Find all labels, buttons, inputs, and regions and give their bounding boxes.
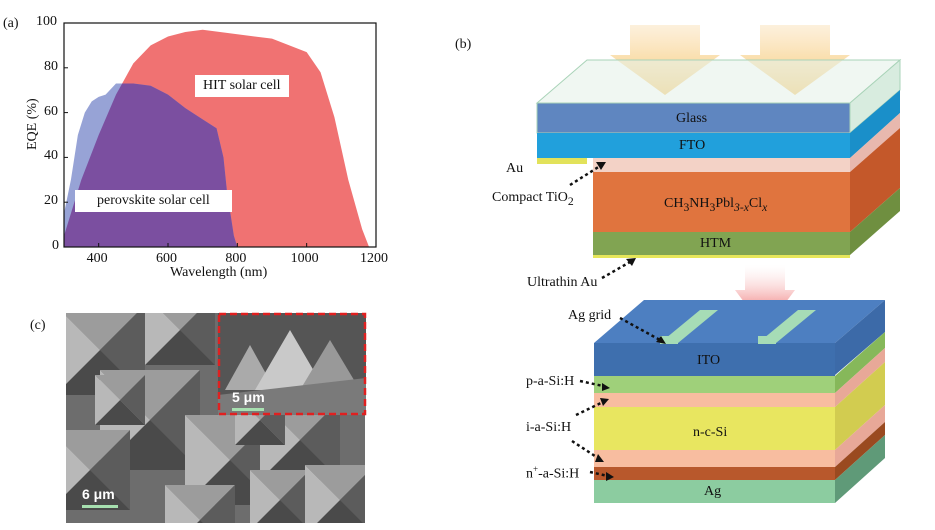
pyramid-facet (95, 400, 145, 425)
pyramid-facet (165, 485, 235, 520)
x-axis-label: Wavelength (nm) (170, 265, 268, 280)
x-tick-label: 1200 (360, 251, 388, 266)
i-a-si-label: i-a-Si:H (526, 420, 572, 435)
main-scale-bar (82, 505, 118, 508)
pyramid-facet (317, 500, 363, 523)
absorber-label: CH3NH3Pbl3-xClx (664, 196, 768, 214)
pyramid-facet (66, 446, 90, 494)
pyramid-facet (250, 470, 310, 500)
nplus-a-si-label: n+-a-Si:H (526, 464, 580, 482)
pyramid-facet (95, 375, 120, 425)
ag-grid-label: Ag grid (568, 308, 612, 323)
pyramid-facet (95, 375, 145, 400)
y-tick-label: 0 (52, 238, 59, 253)
p-a-si-label: p-a-Si:H (526, 374, 575, 389)
pyramid-facet (340, 475, 365, 523)
y-tick-label: 40 (44, 148, 58, 164)
inset-scale-label: 5 μm (232, 389, 265, 405)
inset-border (217, 312, 367, 416)
pyramid-facet (235, 420, 285, 445)
main-scale-label: 6 μm (82, 486, 115, 502)
pyramid-facet (66, 430, 130, 470)
hit-label: HIT solar cell (195, 75, 289, 97)
compact-tio2-label: Compact TiO2 (492, 190, 574, 208)
arrow-heads (595, 162, 666, 481)
pyramid-facet (180, 313, 215, 365)
red-arrow (735, 265, 795, 330)
pyramid-facet (257, 500, 303, 523)
pyramid-facet (90, 430, 130, 510)
panel-label-c: (c) (30, 318, 46, 333)
pyramid-facet (197, 520, 203, 523)
au-label: Au (506, 161, 524, 176)
inset-scale-bar (232, 408, 264, 411)
pyramid-facet (250, 470, 280, 523)
y-tick-label: 80 (44, 58, 58, 74)
panel-label-b: (b) (455, 37, 472, 52)
perovskite-label: perovskite solar cell (75, 190, 232, 212)
ag-label: Ag (704, 484, 722, 499)
ultrathin-au-label: Ultrathin Au (527, 275, 598, 290)
pyramid-facet (300, 400, 340, 480)
perovskite-cell-stack (535, 58, 902, 258)
x-tick-label: 1000 (290, 251, 319, 266)
pyramid-facet (200, 485, 235, 523)
ito-label: ITO (697, 353, 721, 368)
fto-label: FTO (679, 138, 706, 153)
sem-image (66, 313, 365, 523)
pyramid-facet (280, 470, 310, 523)
y-tick-label: 60 (44, 103, 58, 119)
pyramid-facet (163, 313, 197, 330)
pyramid-facet (165, 485, 200, 523)
pyramid-facet (185, 415, 230, 505)
pyramid-facet (145, 330, 215, 365)
panel-label-a: (a) (3, 16, 19, 31)
pyramid-facet (305, 465, 340, 523)
pyramid-facet (66, 470, 130, 510)
pyramid-facet (66, 313, 137, 350)
pyramid-facet (145, 313, 180, 365)
htm-label: HTM (700, 236, 732, 251)
x-tick-label: 400 (86, 251, 108, 266)
pyramid-facet (305, 465, 365, 500)
hit-cell-stack (594, 300, 885, 503)
n-c-si-label: n-c-Si (693, 425, 728, 440)
eqe-chart (63, 22, 377, 248)
glass-label: Glass (676, 111, 708, 126)
y-axis-label: EQE (%) (25, 98, 40, 150)
pointer-arrows (569, 164, 661, 478)
pyramid-facet (120, 375, 145, 425)
y-tick-label: 20 (44, 193, 58, 209)
pyramid-facet (66, 316, 100, 384)
x-tick-label: 800 (225, 251, 247, 266)
x-tick-label: 600 (156, 251, 177, 266)
y-tick-label: 100 (36, 14, 57, 29)
plot-frame (63, 22, 377, 248)
